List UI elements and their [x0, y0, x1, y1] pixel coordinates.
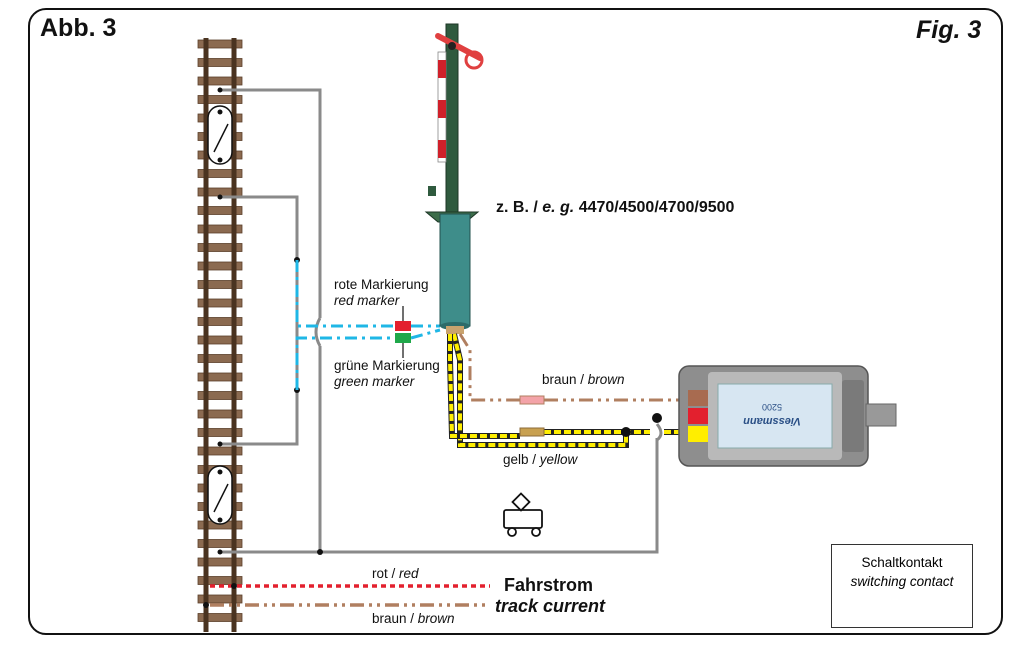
track-sleeper	[197, 39, 243, 49]
relay-brand: Viessmann	[743, 415, 801, 427]
legend-title-en: switching contact	[850, 574, 954, 589]
track-sleeper	[197, 243, 243, 252]
red-marker-label-en: red marker	[334, 293, 400, 308]
track-sleeper	[197, 298, 243, 308]
track-contact-upper	[207, 105, 233, 165]
relay-model: 5200	[762, 402, 782, 412]
track-current-en: track current	[495, 596, 606, 616]
brown-wire-de: braun /	[542, 372, 588, 387]
brown-track-wire-label: braun / brown	[372, 611, 455, 626]
track-sleeper	[197, 280, 243, 289]
track-sleeper	[197, 409, 243, 419]
wagon-icon	[503, 492, 543, 537]
relay-module	[678, 365, 897, 467]
brown-wire-en: brown	[587, 372, 625, 387]
red-marker	[395, 321, 411, 331]
signal-model-label: z. B. / e. g. 4470/4500/4700/9500	[496, 199, 734, 217]
track-sleeper	[197, 76, 243, 86]
track-sleeper	[197, 224, 243, 234]
yellow-wire-en: yellow	[539, 452, 578, 467]
red-wire-de: rot /	[372, 566, 400, 581]
model-eg: e. g.	[542, 199, 575, 216]
track-sleeper	[197, 354, 243, 363]
track-sleeper	[197, 557, 243, 567]
yellow-wire-label: gelb / yellow	[503, 452, 577, 467]
brown-wire-sleeve	[519, 395, 545, 405]
yellow-wire-de: gelb /	[503, 452, 540, 467]
track-sleeper	[197, 317, 243, 326]
track-sleeper	[197, 539, 243, 548]
green-marker	[395, 333, 411, 343]
red-track-junction	[231, 583, 237, 589]
brown-wire	[458, 333, 688, 402]
track-sleeper	[197, 613, 243, 622]
model-numbers: 4470/4500/4700/9500	[574, 199, 735, 216]
brown-wire-label: braun / brown	[542, 372, 625, 387]
brown2-wire-de: braun /	[372, 611, 418, 626]
track-sleeper	[197, 169, 243, 178]
semaphore-signal	[424, 23, 484, 334]
track-contact-lower	[207, 465, 233, 525]
track-sleeper	[197, 95, 243, 104]
green-marker-label-de: grüne Markierung	[334, 358, 440, 373]
red-marker-label-de: rote Markierung	[334, 277, 429, 292]
yellow-junction	[621, 427, 631, 437]
legend-title-de: Schaltkontakt	[861, 555, 943, 570]
red-wire-en: red	[399, 566, 419, 581]
brown2-wire-en: brown	[417, 611, 455, 626]
legend-box: Schaltkontakt switching contact	[831, 544, 973, 628]
blue-wires	[295, 260, 441, 390]
track-sleeper	[197, 206, 243, 215]
track-sleeper	[197, 335, 243, 345]
track-sleeper	[197, 58, 243, 67]
track-sleeper	[197, 391, 243, 400]
green-marker-label-en: green marker	[334, 374, 415, 389]
red-wire-label: rot / red	[372, 566, 419, 581]
track-sleeper	[197, 261, 243, 271]
heading-left: Abb. 3	[40, 14, 117, 42]
heading-right: Fig. 3	[916, 16, 982, 44]
yellow-wire-sleeve	[519, 427, 545, 437]
yellow-wire	[447, 333, 688, 448]
track-sleeper	[197, 594, 243, 604]
brown-track-junction	[203, 602, 209, 608]
model-prefix: z. B. /	[496, 199, 543, 216]
track-sleeper	[197, 372, 243, 382]
track-sleeper	[197, 428, 243, 437]
track-sleeper	[197, 446, 243, 456]
track-current-de: Fahrstrom	[504, 575, 594, 595]
grey-junction	[652, 413, 662, 423]
